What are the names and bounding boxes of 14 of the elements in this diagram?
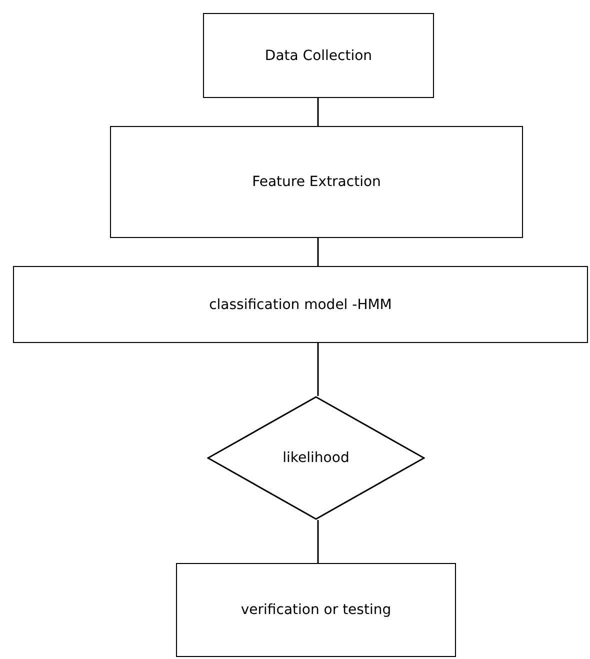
process-box xyxy=(203,13,434,98)
node-label: verification or testing xyxy=(240,602,392,618)
node-label: classification model -HMM xyxy=(209,296,392,312)
node-label: likelihood xyxy=(282,450,350,466)
node-label: Data Collection xyxy=(264,48,372,64)
connector-line xyxy=(317,238,319,266)
connector-line xyxy=(317,343,319,396)
process-box xyxy=(110,126,523,238)
process-box xyxy=(176,563,456,657)
process-box xyxy=(13,266,588,343)
decision-diamond xyxy=(207,396,425,520)
node-label: Feature Extraction xyxy=(252,174,381,190)
connector-line xyxy=(317,98,319,126)
connector-line xyxy=(317,520,319,563)
